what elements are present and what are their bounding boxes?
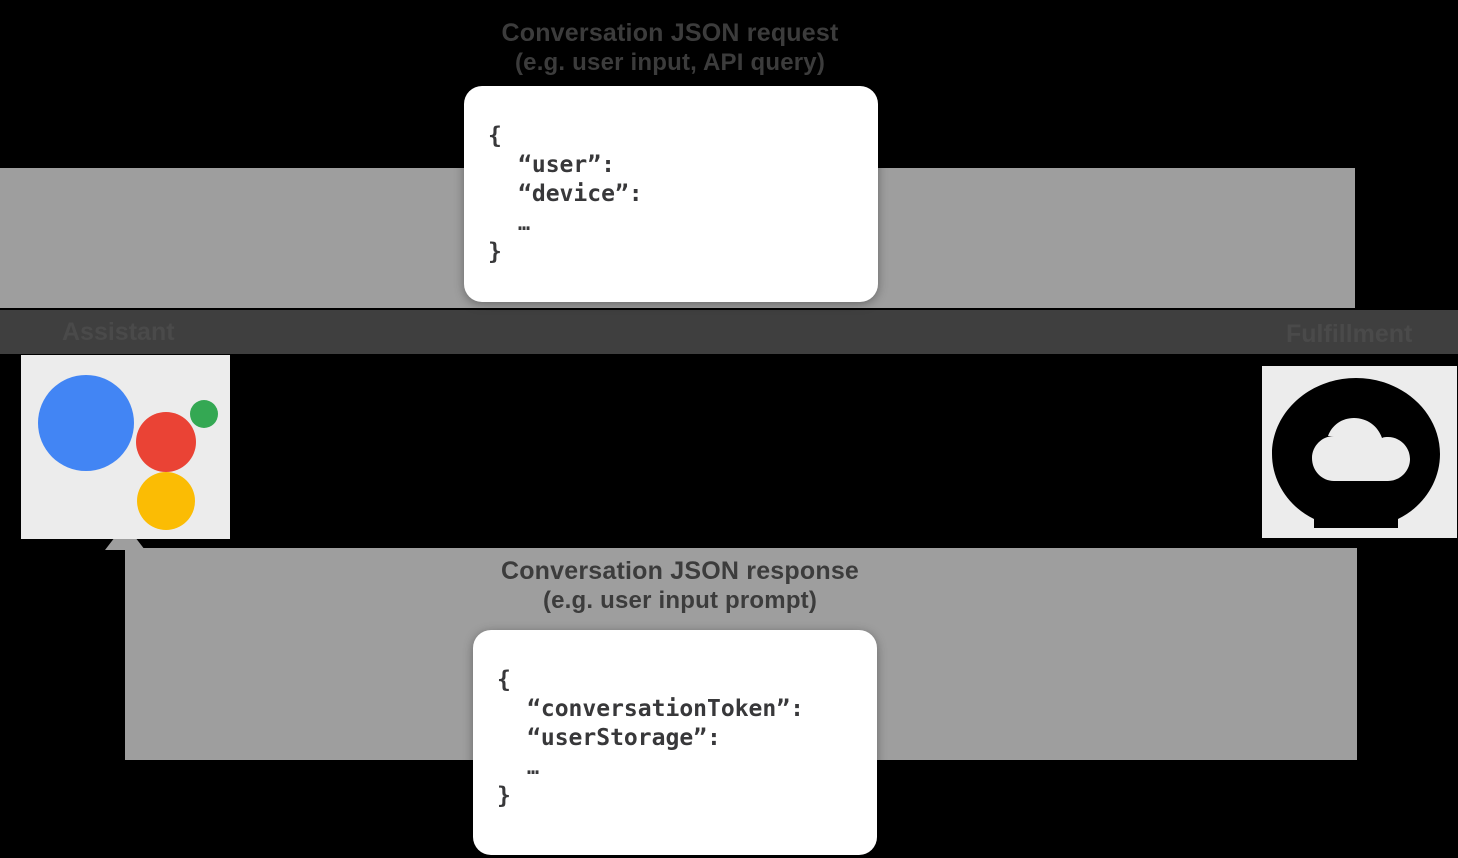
request-json-close: } — [488, 239, 502, 265]
request-label-group: Conversation JSON request (e.g. user inp… — [0, 18, 1340, 78]
assistant-red-dot-icon — [136, 412, 196, 472]
response-label-group: Conversation JSON response (e.g. user in… — [0, 556, 1360, 616]
assistant-green-dot-icon — [190, 400, 218, 428]
response-json-key-userstorage: “userStorage”: — [527, 725, 721, 751]
request-json-card: { “user”: “device”: … } — [464, 86, 878, 302]
request-subtitle: (e.g. user input, API query) — [514, 49, 826, 76]
request-json-key-device: “device”: — [518, 181, 643, 207]
response-title: Conversation JSON response — [500, 557, 860, 585]
request-title: Conversation JSON request — [501, 19, 839, 47]
assistant-endpoint-label: Assistant — [62, 318, 175, 346]
request-json-open: { — [488, 123, 502, 149]
request-json-key-user: “user”: — [518, 152, 615, 178]
response-json-card: { “conversationToken”: “userStorage”: … … — [473, 630, 877, 855]
response-subtitle: (e.g. user input prompt) — [542, 587, 818, 614]
response-json-close: } — [497, 783, 511, 809]
cloud-function-icon — [1272, 378, 1440, 528]
assistant-blue-dot-icon — [38, 375, 134, 471]
response-json-key-conversationtoken: “conversationToken”: — [527, 696, 804, 722]
fulfillment-endpoint-label: Fulfillment — [1286, 320, 1413, 348]
response-json-open: { — [497, 667, 511, 693]
request-flow-arrowhead-icon — [1315, 277, 1355, 303]
center-divider-strip — [0, 310, 1458, 354]
request-json-ellipsis: … — [518, 211, 533, 235]
response-json-ellipsis: … — [527, 755, 542, 779]
assistant-yellow-dot-icon — [137, 472, 195, 530]
